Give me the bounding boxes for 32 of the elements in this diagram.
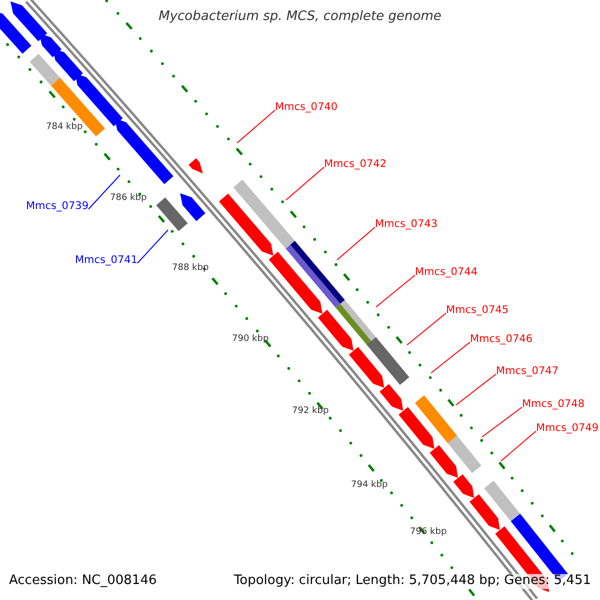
- scale-label: 790 kbp: [232, 334, 269, 344]
- leader-line: [406, 312, 446, 346]
- leader-line: [236, 110, 276, 144]
- gene-label: Mmcs_0741: [75, 254, 138, 266]
- gene-label: Mmcs_0740: [275, 101, 338, 114]
- accession-note: Accession: NC_008146: [9, 574, 157, 589]
- gene-label: Mmcs_0744: [415, 266, 478, 278]
- scale-label: 792 kbp: [292, 406, 329, 416]
- scale-label: 788 kbp: [172, 263, 209, 274]
- gene-label: Mmcs_0742: [324, 158, 387, 170]
- leader-line: [137, 230, 168, 264]
- leader-line: [456, 374, 496, 406]
- leader-line: [286, 166, 324, 200]
- scale-label: 794 kbp: [351, 480, 388, 490]
- scale-label: 786 kbp: [110, 193, 147, 204]
- leader-line: [376, 274, 416, 308]
- leader-line: [336, 226, 376, 260]
- title: Mycobacterium sp. MCS, complete genome: [158, 10, 442, 25]
- gene-label: Mmcs_0745: [446, 304, 509, 316]
- scale-label: 784 kbp: [46, 122, 83, 132]
- gene-label: Mmcs_0749: [536, 422, 599, 434]
- genome-stats-note: Topology: circular; Length: 5,705,448 bp; Genes: 5,451: [234, 574, 591, 589]
- leader-line: [430, 342, 470, 374]
- leader-line: [500, 430, 536, 462]
- gene-label: Mmcs_0746: [470, 333, 533, 346]
- gene-label: Mmcs_0743: [375, 218, 438, 230]
- scale-label: 796 kbp: [410, 527, 447, 538]
- leader-line: [88, 174, 120, 210]
- leader-line: [482, 406, 522, 438]
- gene-label: Mmcs_0747: [496, 365, 559, 378]
- gene-label: Mmcs_0739: [26, 200, 89, 212]
- gene-label: Mmcs_0748: [522, 398, 585, 410]
